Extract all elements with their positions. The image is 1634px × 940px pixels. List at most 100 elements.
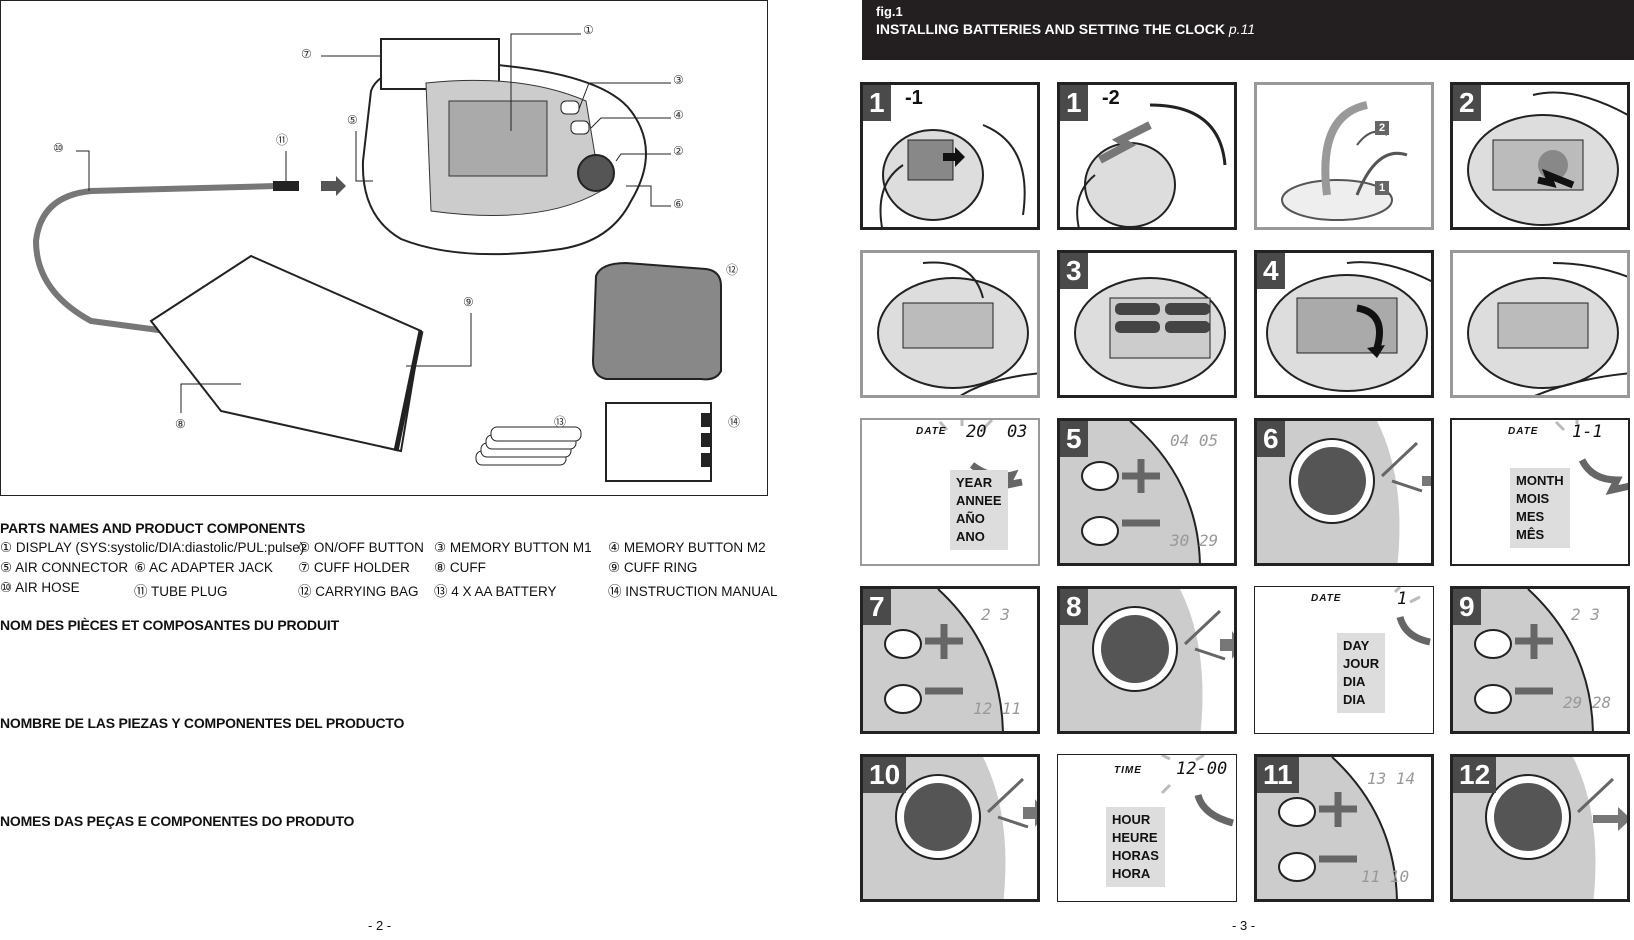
air-hose-shape <box>32 183 277 334</box>
part-item: ⑧ CUFF <box>434 560 486 576</box>
step-1-1-panel: 1 -1 <box>860 82 1040 230</box>
step-sub: -1 <box>905 87 923 109</box>
battery-mark-1: 1 <box>1375 181 1390 195</box>
time-caption: TIME <box>1114 765 1142 776</box>
figure-header: fig.1 INSTALLING BATTERIES AND SETTING T… <box>862 0 1634 60</box>
scroll-top: 2 3 <box>981 605 1010 624</box>
step-3-panel: 3 <box>1057 250 1237 398</box>
callout-6: ⑥ <box>673 197 684 211</box>
display-screen <box>448 100 548 177</box>
part-item: ⑩ AIR HOSE <box>0 580 80 596</box>
components-illustration <box>32 33 722 482</box>
step-sub: -2 <box>1102 87 1120 109</box>
step-2-panel: 2 <box>1450 82 1630 230</box>
step-number: 6 <box>1257 421 1285 457</box>
step-number: 2 <box>1453 85 1481 121</box>
part-item: ⑦ CUFF HOLDER <box>298 560 410 576</box>
scroll-bottom: 11 10 <box>1361 867 1410 886</box>
page-number-right: - 3 - <box>1232 918 1256 933</box>
step-4-panel: 4 <box>1254 250 1434 398</box>
callout-4: ④ <box>673 108 684 122</box>
scroll-top: 13 14 <box>1367 769 1416 788</box>
figure-label: fig.1 <box>876 4 903 19</box>
page-number-left: - 2 - <box>368 918 392 933</box>
step-8-panel: 8 <box>1057 586 1237 734</box>
callout-3: ③ <box>673 73 684 87</box>
parts-list: ① DISPLAY (SYS:systolic/DIA:diastolic/PU… <box>0 540 778 600</box>
open-compartment-panel <box>860 250 1040 398</box>
part-item: ⑥ AC ADAPTER JACK <box>134 560 273 576</box>
m2-button-shape <box>570 120 590 135</box>
scroll-top: 2 3 <box>1571 605 1600 624</box>
step-10-panel: 10 <box>860 754 1040 902</box>
part-item: ⑫ CARRYING BAG <box>298 584 419 600</box>
step-11-panel: 11 13 14 11 10 <box>1254 754 1434 902</box>
part-item: ② ON/OFF BUTTON <box>298 540 424 556</box>
parts-heading-en: PARTS NAMES AND PRODUCT COMPONENTS <box>0 520 306 536</box>
scroll-top: 04 05 <box>1170 431 1219 450</box>
product-components-figure: ① ② ③ ④ ⑤ ⑥ ⑦ ⑧ ⑨ ⑩ ⑪ ⑫ ⑬ ⑭ <box>0 0 768 496</box>
callout-7: ⑦ <box>301 47 312 61</box>
step-7-panel: 7 2 3 12 11 <box>860 586 1040 734</box>
part-item: ⑭ INSTRUCTION MANUAL <box>608 584 778 600</box>
date-caption: DATE <box>916 426 947 437</box>
batteries-shape <box>475 426 582 466</box>
heading-fr: NOM DES PIÈCES ET COMPOSANTES DU PRODUIT <box>0 617 339 633</box>
callout-13: ⑬ <box>554 415 567 429</box>
step-number: 11 <box>1257 757 1299 793</box>
step-number: 8 <box>1060 589 1088 625</box>
part-item: ⑬ 4 X AA BATTERY <box>434 584 557 600</box>
m1-button-shape <box>560 100 580 115</box>
step-number: 12 <box>1453 757 1497 793</box>
part-item: ⑤ AIR CONNECTOR <box>0 560 129 576</box>
callout-10: ⑩ <box>53 141 64 155</box>
cuff-shape <box>149 254 423 453</box>
date-caption: DATE <box>1508 426 1539 437</box>
cuff-edge <box>393 330 424 452</box>
step-number: 4 <box>1257 253 1285 289</box>
step-12-panel: 12 <box>1450 754 1630 902</box>
year-value: 20 03 <box>966 422 1028 442</box>
close-cover-panel <box>1450 250 1630 398</box>
date-caption: DATE <box>1311 593 1342 604</box>
on-off-button-shape <box>577 154 615 192</box>
step-number: 10 <box>863 757 907 793</box>
step-9-panel: 9 2 3 29 28 <box>1450 586 1630 734</box>
cover-removal-panel: 2 1 <box>1254 82 1434 230</box>
step-number: 1 <box>1060 85 1088 121</box>
figure-title: INSTALLING BATTERIES AND SETTING THE CLO… <box>876 21 1256 37</box>
heading-pt: NOMES DAS PEÇAS E COMPONENTES DO PRODUTO <box>0 813 355 829</box>
step-number: 7 <box>863 589 891 625</box>
heading-es: NOMBRE DE LAS PIEZAS Y COMPONENTES DEL P… <box>0 715 405 731</box>
tube-plug-shape <box>273 181 299 191</box>
arrow-shape <box>321 176 346 196</box>
callout-8: ⑧ <box>175 417 186 431</box>
callout-14: ⑭ <box>728 415 741 429</box>
scroll-bottom: 12 11 <box>973 699 1022 718</box>
step-number: 5 <box>1060 421 1088 457</box>
part-item: ④ MEMORY BUTTON M2 <box>608 540 766 556</box>
part-item: ⑪ TUBE PLUG <box>134 584 228 600</box>
step-1-2-panel: 1 -2 <box>1057 82 1237 230</box>
step-5-panel: 5 04 05 30 29 <box>1057 418 1237 566</box>
part-item: ① DISPLAY (SYS:systolic/DIA:diastolic/PU… <box>0 540 305 556</box>
month-value: 1-1 <box>1572 422 1603 442</box>
manual-shape <box>605 402 712 482</box>
step-number: 1 <box>863 85 891 121</box>
part-item: ⑨ CUFF RING <box>608 560 698 576</box>
callout-5: ⑤ <box>347 113 358 127</box>
callout-2: ② <box>673 144 684 158</box>
carrying-bag-shape <box>591 261 722 381</box>
day-value: 1 <box>1397 589 1408 609</box>
battery-mark-2: 2 <box>1375 121 1390 135</box>
callout-11: ⑪ <box>276 133 289 147</box>
callout-9: ⑨ <box>463 295 474 309</box>
